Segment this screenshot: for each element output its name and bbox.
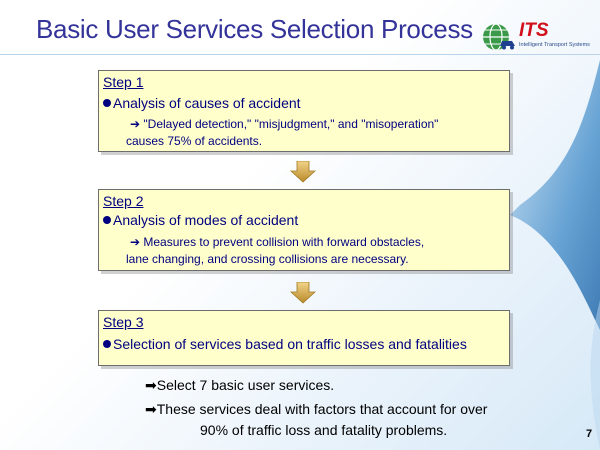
step-1-label: Step 1 bbox=[103, 74, 144, 90]
its-logo: ITS Intelligent Transport Systems bbox=[481, 20, 600, 56]
step-3-label: Step 3 bbox=[103, 314, 144, 330]
bullet-dot-icon bbox=[103, 99, 111, 107]
step-2-detail-line-1: ➔ Measures to prevent collision with for… bbox=[130, 235, 425, 249]
arrow-right-icon: ➡ bbox=[145, 377, 157, 393]
car-icon bbox=[500, 41, 515, 50]
down-arrow-icon bbox=[290, 282, 316, 304]
bullet-dot-icon bbox=[103, 216, 111, 224]
step-2-label: Step 2 bbox=[103, 193, 144, 209]
step-1-bullet: Analysis of causes of accident bbox=[103, 95, 301, 111]
step-3-bullet: Selection of services based on traffic l… bbox=[103, 336, 467, 352]
title-divider bbox=[0, 54, 600, 55]
arrow-right-icon: ➔ bbox=[130, 235, 144, 249]
page-number: 7 bbox=[586, 428, 593, 440]
logo-text: ITS bbox=[519, 20, 549, 41]
result-line-2: ➡These services deal with factors that a… bbox=[145, 401, 488, 417]
logo-subtitle: Intelligent Transport Systems bbox=[519, 42, 590, 48]
result-line-1: ➡Select 7 basic user services. bbox=[145, 377, 335, 393]
down-arrow-icon bbox=[290, 161, 316, 183]
result-line-3: 90% of traffic loss and fatality problem… bbox=[200, 422, 448, 438]
arrow-right-icon: ➔ bbox=[130, 117, 144, 131]
step-2-box: Step 2 Analysis of modes of accident ➔ M… bbox=[98, 189, 510, 271]
arrow-right-icon: ➡ bbox=[145, 401, 157, 417]
step-2-detail-line-2: lane changing, and crossing collisions a… bbox=[126, 252, 409, 266]
step-1-box: Step 1 Analysis of causes of accident ➔ … bbox=[98, 70, 510, 152]
step-3-box: Step 3 Selection of services based on tr… bbox=[98, 310, 510, 366]
bullet-dot-icon bbox=[103, 340, 111, 348]
step-1-detail-line-1: ➔ "Delayed detection," "misjudgment," an… bbox=[130, 117, 439, 131]
step-2-bullet: Analysis of modes of accident bbox=[103, 212, 298, 228]
page-title: Basic User Services Selection Process bbox=[36, 14, 473, 44]
step-1-detail-line-2: causes 75% of accidents. bbox=[126, 134, 263, 148]
